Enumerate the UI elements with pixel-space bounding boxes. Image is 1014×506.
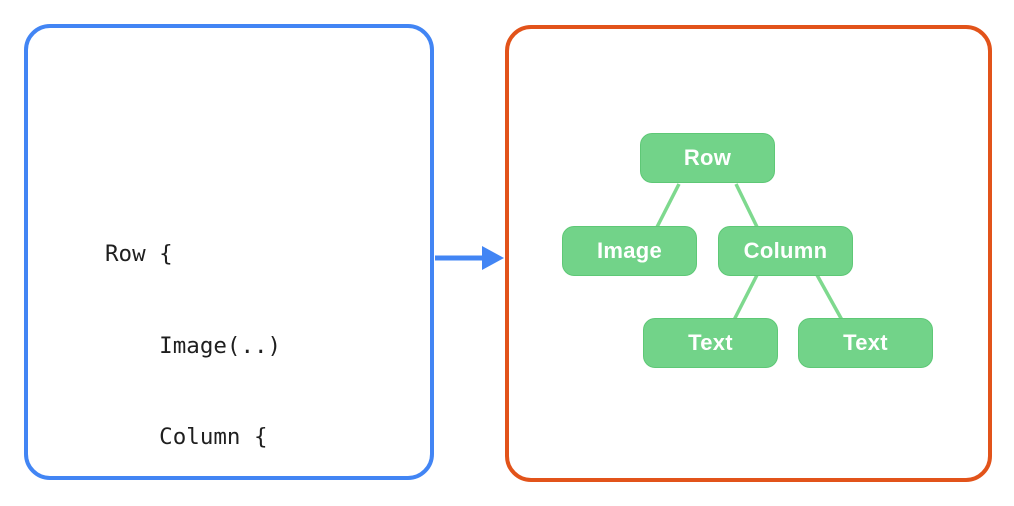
tree-node-text-1: Text bbox=[643, 318, 778, 368]
tree-node-row: Row bbox=[640, 133, 775, 183]
arrow-head-icon bbox=[482, 246, 504, 270]
tree-node-image: Image bbox=[562, 226, 697, 276]
tree-node-text-2: Text bbox=[798, 318, 933, 368]
tree-node-label: Text bbox=[843, 330, 888, 355]
code-panel bbox=[24, 24, 434, 480]
tree-node-label: Image bbox=[596, 238, 663, 263]
code-line: Image(..) bbox=[105, 332, 282, 359]
tree-node-label: Column bbox=[743, 238, 828, 263]
tree-node-label: Row bbox=[683, 145, 732, 170]
tree-node-column: Column bbox=[718, 226, 853, 276]
code-block: Row { Image(..) Column { Text(..) Text(.… bbox=[105, 178, 322, 506]
tree-node-label: Text bbox=[688, 330, 733, 355]
code-line: Row { bbox=[105, 241, 173, 267]
code-line: Column { bbox=[105, 424, 268, 450]
